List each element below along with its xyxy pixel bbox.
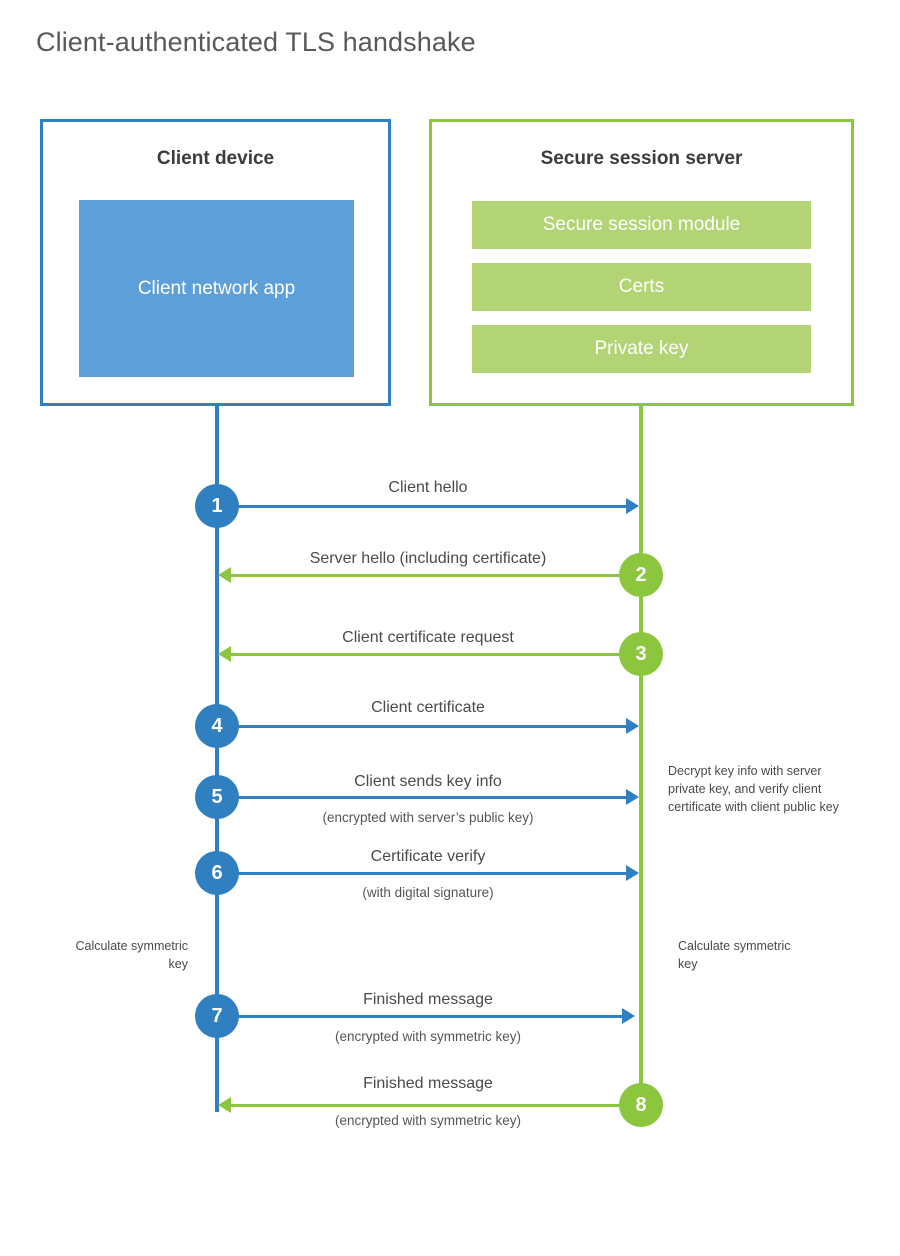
secure-session-server-box: Secure session server Secure session mod…	[429, 119, 854, 406]
step-5-sublabel: (encrypted with server’s public key)	[322, 810, 534, 825]
step-2-arrow-head	[218, 567, 231, 583]
step-7-label: Finished message	[363, 991, 493, 1008]
step-marker-4[interactable]: 4	[195, 704, 239, 748]
server-component-stack: Secure session module Certs Private key	[472, 201, 811, 373]
step-8-arrow-line	[231, 1104, 623, 1107]
step-marker-6[interactable]: 6	[195, 851, 239, 895]
server-calculate-symmetric-key-note: Calculate symmetric key	[678, 939, 791, 972]
step-8-arrow-head	[218, 1097, 231, 1113]
client-lifeline	[215, 403, 219, 1112]
step-3-arrow-line	[231, 653, 641, 656]
step-marker-1[interactable]: 1	[195, 484, 239, 528]
step-6-label: Certificate verify	[370, 848, 486, 865]
step-8-sublabel: (encrypted with symmetric key)	[334, 1113, 522, 1128]
step-1-label: Client hello	[388, 479, 468, 496]
server-component-certs: Certs	[472, 263, 811, 311]
step-7-arrow-line	[219, 1015, 622, 1018]
page-title: Client-authenticated TLS handshake	[36, 27, 476, 57]
server-decrypt-note: Decrypt key info with server private key…	[668, 764, 839, 815]
step-1-arrow-head	[626, 498, 639, 514]
step-5-label: Client sends key info	[354, 773, 502, 790]
step-4-label: Client certificate	[371, 699, 485, 716]
step-7-sublabel: (encrypted with symmetric key)	[334, 1029, 522, 1044]
step-7-arrow-head	[622, 1008, 635, 1024]
step-1-arrow-line	[219, 505, 626, 508]
step-2-arrow-line	[231, 574, 641, 577]
client-device-box: Client device Client network app	[40, 119, 391, 406]
step-3-arrow-head	[218, 646, 231, 662]
server-component-secure-session-module: Secure session module	[472, 201, 811, 249]
step-5-arrow-line	[219, 796, 626, 799]
step-5-arrow-head	[626, 789, 639, 805]
step-marker-2[interactable]: 2	[619, 553, 663, 597]
server-component-private-key: Private key	[472, 325, 811, 373]
step-6-sublabel: (with digital signature)	[362, 885, 494, 900]
step-marker-8[interactable]: 8	[619, 1083, 663, 1127]
client-network-app-block: Client network app	[79, 200, 354, 377]
step-4-arrow-head	[626, 718, 639, 734]
step-8-label: Finished message	[363, 1075, 493, 1092]
step-2-label: Server hello (including certificate)	[309, 550, 547, 567]
secure-session-server-title: Secure session server	[540, 148, 743, 169]
step-marker-3[interactable]: 3	[619, 632, 663, 676]
client-calculate-symmetric-key-note: Calculate symmetric key	[75, 939, 188, 972]
client-device-title: Client device	[156, 148, 275, 169]
step-3-label: Client certificate request	[342, 629, 514, 646]
step-marker-5[interactable]: 5	[195, 775, 239, 819]
step-6-arrow-head	[626, 865, 639, 881]
step-6-arrow-line	[219, 872, 626, 875]
step-4-arrow-line	[219, 725, 626, 728]
server-lifeline	[639, 403, 643, 1106]
step-marker-7[interactable]: 7	[195, 994, 239, 1038]
